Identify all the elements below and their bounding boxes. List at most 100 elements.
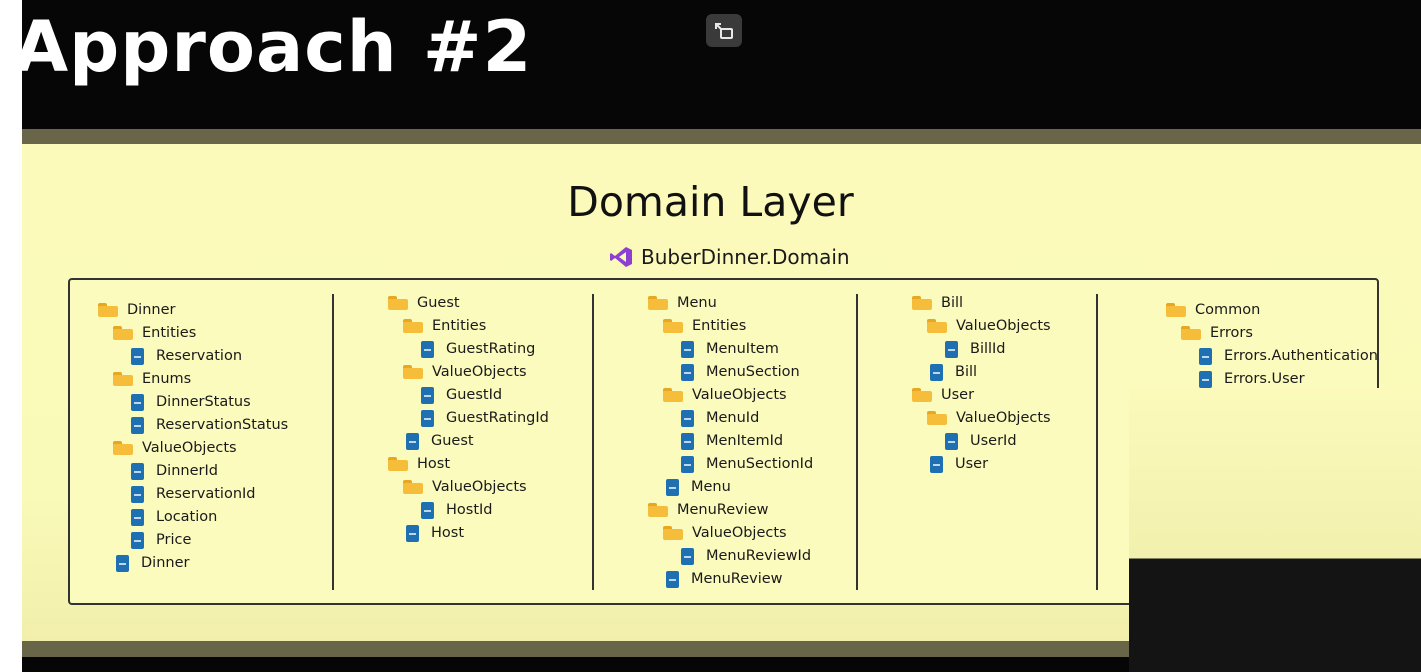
tree-file-item[interactable]: Price — [128, 529, 191, 551]
csharp-file-icon — [681, 432, 694, 450]
csharp-file-icon — [131, 347, 144, 365]
page-title: Approach #2 — [14, 6, 533, 88]
tree-file-item[interactable]: Reservation — [128, 345, 242, 367]
tree-folder-item[interactable]: Common — [1166, 299, 1260, 321]
tree-file-item[interactable]: Location — [128, 506, 217, 528]
tree-file-item[interactable]: Errors.User — [1196, 368, 1305, 390]
folder-icon — [403, 319, 423, 333]
tree-folder-item[interactable]: Entities — [403, 315, 486, 337]
tree-item-label: DinnerStatus — [156, 394, 251, 410]
tree-item-label: Bill — [955, 364, 978, 380]
csharp-file-icon — [945, 340, 958, 358]
tree-file-item[interactable]: GuestRating — [418, 338, 535, 360]
tree-file-item[interactable]: Menu — [663, 476, 731, 498]
tree-folder-item[interactable]: ValueObjects — [927, 407, 1051, 429]
tree-file-item[interactable]: MenItemId — [678, 430, 783, 452]
tree-item-label: Guest — [431, 433, 474, 449]
tree-folder-item[interactable]: ValueObjects — [927, 315, 1051, 337]
tree-folder-item[interactable]: MenuReview — [648, 499, 769, 521]
tree-folder-item[interactable]: ValueObjects — [663, 522, 787, 544]
tree-file-item[interactable]: MenuSection — [678, 361, 800, 383]
tree-item-label: MenuId — [706, 410, 760, 426]
column-divider — [1096, 294, 1098, 590]
tree-file-item[interactable]: Errors.Authentication — [1196, 345, 1378, 367]
tree-item-label: Dinner — [127, 302, 176, 318]
tree-file-item[interactable]: GuestId — [418, 384, 502, 406]
tree-folder-item[interactable]: Guest — [388, 292, 460, 314]
tree-file-item[interactable]: Guest — [403, 430, 474, 452]
folder-icon — [403, 480, 423, 494]
csharp-file-icon — [131, 393, 144, 411]
tree-folder-item[interactable]: ValueObjects — [663, 384, 787, 406]
csharp-file-icon — [131, 485, 144, 503]
tree-item-label: MenuReviewId — [706, 548, 812, 564]
folder-icon — [388, 457, 408, 471]
tree-folder-item[interactable]: ValueObjects — [403, 361, 527, 383]
tree-item-label: Host — [431, 525, 465, 541]
csharp-file-icon — [406, 432, 419, 450]
slide-title: Domain Layer — [567, 178, 854, 226]
tree-folder-item[interactable]: Host — [388, 453, 450, 475]
tree-file-item[interactable]: MenuItem — [678, 338, 779, 360]
tree-item-label: MenuSectionId — [706, 456, 814, 472]
tree-item-label: Menu — [677, 295, 717, 311]
tree-file-item[interactable]: DinnerStatus — [128, 391, 251, 413]
folder-icon — [927, 411, 947, 425]
tree-item-label: HostId — [446, 502, 493, 518]
tree-file-item[interactable]: Dinner — [113, 552, 189, 574]
tree-item-label: GuestId — [446, 387, 503, 403]
tree-file-item[interactable]: ReservationStatus — [128, 414, 288, 436]
csharp-file-icon — [930, 455, 943, 473]
tree-file-item[interactable]: GuestRatingId — [418, 407, 549, 429]
tree-folder-item[interactable]: Bill — [912, 292, 963, 314]
folder-icon — [403, 365, 423, 379]
tree-item-label: MenuReview — [677, 502, 769, 518]
tree-file-item[interactable]: DinnerId — [128, 460, 218, 482]
csharp-file-icon — [131, 462, 144, 480]
tree-item-label: Guest — [417, 295, 460, 311]
tree-item-label: Dinner — [141, 555, 190, 571]
tree-folder-item[interactable]: Entities — [663, 315, 746, 337]
tree-item-label: ValueObjects — [956, 410, 1051, 426]
csharp-file-icon — [1199, 347, 1212, 365]
tree-item-label: Entities — [692, 318, 747, 334]
tree-item-label: DinnerId — [156, 463, 218, 479]
tree-file-item[interactable]: MenuReview — [663, 568, 783, 590]
tree-file-item[interactable]: MenuReviewId — [678, 545, 811, 567]
tree-item-label: Enums — [142, 371, 192, 387]
tree-item-label: Errors.Authentication — [1224, 348, 1378, 364]
csharp-file-icon — [930, 363, 943, 381]
tree-file-item[interactable]: MenuId — [678, 407, 759, 429]
folder-icon — [663, 526, 683, 540]
tree-file-item[interactable]: BillId — [942, 338, 1006, 360]
tree-item-label: UserId — [970, 433, 1017, 449]
tree-file-item[interactable]: HostId — [418, 499, 493, 521]
csharp-file-icon — [666, 570, 679, 588]
tree-item-label: Common — [1195, 302, 1261, 318]
tree-folder-item[interactable]: Entities — [113, 322, 196, 344]
tree-folder-item[interactable]: Menu — [648, 292, 717, 314]
tree-folder-item[interactable]: Enums — [113, 368, 191, 390]
tree-file-item[interactable]: UserId — [942, 430, 1017, 452]
tree-file-item[interactable]: Host — [403, 522, 464, 544]
tree-item-label: MenuItem — [706, 341, 779, 357]
tree-item-label: User — [955, 456, 989, 472]
tree-folder-item[interactable]: User — [912, 384, 974, 406]
tree-file-item[interactable]: ReservationId — [128, 483, 256, 505]
tree-folder-item[interactable]: Errors — [1181, 322, 1253, 344]
tree-item-label: Entities — [142, 325, 197, 341]
tree-file-item[interactable]: User — [927, 453, 988, 475]
tree-file-item[interactable]: MenuSectionId — [678, 453, 813, 475]
folder-icon — [98, 303, 118, 317]
folder-icon — [912, 388, 932, 402]
tree-file-item[interactable]: Bill — [927, 361, 977, 383]
tree-folder-item[interactable]: Dinner — [98, 299, 175, 321]
csharp-file-icon — [116, 554, 129, 572]
csharp-file-icon — [681, 409, 694, 427]
tree-item-label: ValueObjects — [432, 364, 527, 380]
tree-folder-item[interactable]: ValueObjects — [113, 437, 237, 459]
exit-fullscreen-button[interactable] — [706, 14, 742, 47]
visual-studio-icon — [610, 247, 632, 267]
tree-folder-item[interactable]: ValueObjects — [403, 476, 527, 498]
tree-item-label: GuestRating — [446, 341, 536, 357]
